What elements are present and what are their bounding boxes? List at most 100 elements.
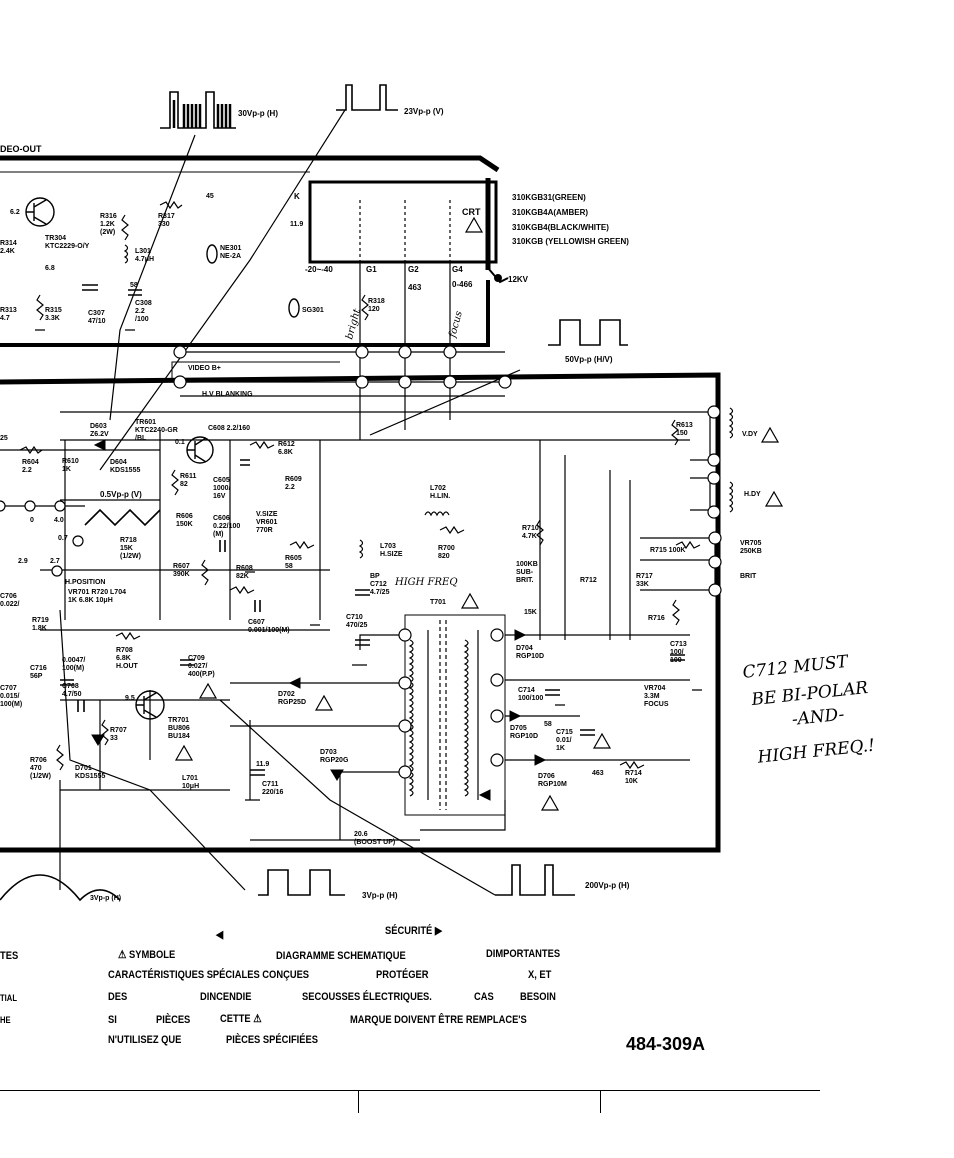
note-he: HE [0,1015,11,1025]
handwritten-note: C712 MUST BE BI-POLAR -AND- HIGH FREQ.! [742,652,876,768]
g2-label: G2 [408,265,419,274]
crt-tube-3: 310KGB4(BLACK/WHITE) [512,223,609,232]
note-importantes: DIMPORTANTES [486,948,561,960]
waveform-3vpp-label: 3Vp-p (H) [362,891,398,900]
crt-tube-4: 310KGB (YELLOWISH GREEN) [512,237,629,246]
handwritten-note-line-4: HIGH FREQ.! [756,736,876,768]
note-diagramme: DIAGRAMME SCHEMATIQUE [276,950,406,962]
v45-label: 45 [206,193,214,200]
v0466-label: 0-466 [452,280,473,289]
schematic-diagram: 30Vp-p (H) 23Vp-p (V) 50Vp-p (H/V) 0.5Vp… [0,84,876,902]
waveform-05vpp-label: 0.5Vp-p (V) [100,490,142,499]
footer-rule [0,1090,820,1091]
hdy-label: H.DY [744,491,761,498]
v58b-label: 58 [544,721,552,728]
note-pieces: PIÈCES [156,1014,191,1026]
note-dincendie: DINCENDIE [200,991,252,1003]
v07-label: 0.7 [58,535,68,542]
v119b-label: 11.9 [256,761,269,768]
brit-label: BRIT [740,573,757,580]
video-out-label: DEO-OUT [0,144,42,154]
hv-label: 12KV [508,275,529,284]
handwritten-note-line-2: BE BI-POLAR [750,678,870,710]
k-label: K [294,192,300,201]
v01-label: 0.1 [175,439,185,446]
note-besoin: BESOIN [520,991,556,1003]
note-des: DES [108,991,128,1003]
v2040-label: -20~-40 [305,265,333,274]
video-bplus-label: VIDEO B+ [188,365,221,372]
note-tes: TES [0,950,19,962]
crt-tube-1: 310KGB31(GREEN) [512,193,586,202]
v25-label: 25 [0,435,8,442]
waveform-23vpp-label: 23Vp-p (V) [404,107,444,116]
v119-label: 11.9 [290,221,303,228]
note-nutilisez: N'UTILISEZ QUE [108,1034,182,1046]
note-xet: X, ET [528,969,552,981]
note-marque: MARQUE DOIVENT ÊTRE REMPLACE'S [350,1014,527,1026]
v58-label: 58 [130,282,138,289]
footer-divider-2 [600,1091,601,1113]
securite-label: SÉCURITÉ ▶ [385,925,443,937]
note-tial: TIAL [0,993,17,1003]
v29-label: 2.9 [18,558,28,565]
hv-blanking-label: H.V BLANKING [202,391,253,398]
r15k-label: 15K [524,609,537,616]
crt-label: CRT [462,207,481,217]
note-symbole: ⚠ SYMBOLE [118,949,176,961]
c0047-label: 0.0047/100(M) [62,657,85,672]
note-si: SI [108,1014,117,1026]
right-arrow-icon: ▶ [434,925,443,937]
g4-label: G4 [452,265,463,274]
v27-label: 2.7 [50,558,60,565]
c608-label: C608 2.2/160 [208,425,250,432]
sg301-label: SG301 [302,307,324,314]
g1-label: G1 [366,265,377,274]
waveform-50vpp-label: 50Vp-p (H/V) [565,355,613,364]
